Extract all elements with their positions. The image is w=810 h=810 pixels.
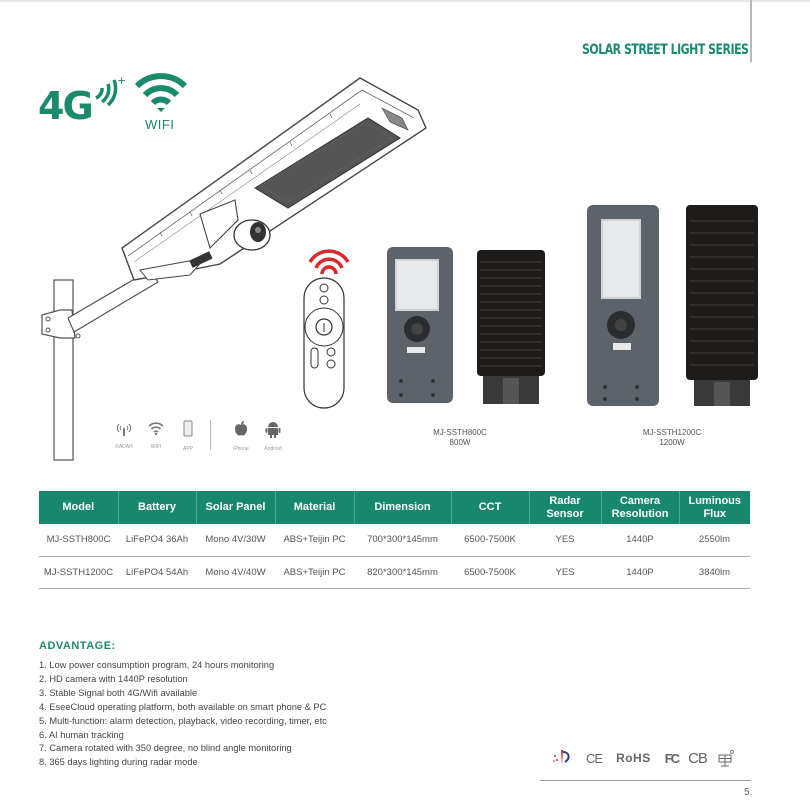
spec-table-header-row: Model Battery Solar Panel Material Dimen… [39, 491, 750, 524]
series-title: SOLAR STREET LIGHT SERIES [582, 42, 749, 58]
app-icon [183, 420, 193, 437]
cb-mark-icon: CB [688, 749, 708, 767]
feature-radar-label: RADAR [115, 444, 133, 450]
street-lamp-illustration [41, 77, 427, 461]
cell-material: ABS+Teijin PC [275, 524, 354, 557]
cell-cct: 6500-7500K [451, 556, 529, 589]
svg-text:+: + [117, 74, 126, 87]
footer-divider [540, 780, 751, 781]
table-row: MJ-SSTH1200C LiFePO4 54Ah Mono 4V/40W AB… [39, 556, 750, 589]
product-800c-power: 800W [449, 438, 471, 447]
cell-camera-resolution: 1440P [601, 556, 679, 589]
col-header-flux-line1: Luminous [688, 494, 742, 507]
android-icon [265, 422, 281, 438]
signal-waves-icon: + [95, 74, 126, 107]
col-header-radar-line2: Sensor [546, 507, 584, 520]
col-header-flux-line2: Flux [703, 507, 727, 520]
list-item: 5. Multi-function: alarm detection, play… [39, 715, 327, 726]
col-header-luminous-flux: Luminous Flux [679, 491, 750, 524]
top-divider [0, 0, 810, 2]
product-1200c-caption: MJ-SSTH1200C 1200W [617, 428, 727, 448]
feature-iphone-label: iPhone [233, 446, 249, 452]
remote-control-illustration [303, 249, 350, 409]
feature-app: APP [172, 420, 204, 452]
spec-table: Model Battery Solar Panel Material Dimen… [39, 491, 750, 589]
feature-app-label: APP [182, 446, 193, 452]
advantage-list: 1. Low power consumption program, 24 hou… [39, 659, 327, 770]
col-header-radar-line1: Radar [549, 494, 581, 507]
cell-solar-panel: Mono 4V/40W [196, 556, 275, 589]
list-item: 4. EseeCloud operating platform, both av… [39, 701, 327, 712]
col-header-camera-resolution: Camera Resolution [601, 491, 680, 524]
feature-wifi-label: WIFI [150, 444, 162, 450]
cell-battery: LiFePO4 54Ah [118, 556, 196, 589]
col-header-radar-sensor: Radar Sensor [529, 491, 602, 524]
col-header-camera-line2: Resolution [611, 507, 669, 520]
header-vertical-divider [750, 0, 752, 62]
table-row: MJ-SSTH800C LiFePO4 36Ah Mono 4V/30W ABS… [39, 524, 750, 557]
feature-android: Android [257, 420, 289, 452]
cell-radar-sensor: YES [529, 556, 601, 589]
col-header-material: Material [275, 491, 355, 524]
feature-radar: RADAR [108, 420, 140, 450]
product-1200c-front-image [587, 205, 659, 406]
feature-icons-row: RADAR WIFI APP iPhone Android [108, 420, 289, 452]
product-1200c-model: MJ-SSTH1200C [642, 428, 702, 437]
cell-camera-resolution: 1440P [601, 524, 679, 557]
rohs-mark-icon: RoHS [616, 751, 651, 765]
ce-mark-icon: CE [586, 750, 603, 766]
fcc-mark-icon: FC [664, 750, 680, 766]
feature-divider [210, 420, 211, 450]
cell-dimension: 700*300*145mm [354, 524, 451, 557]
advantage-title: ADVANTAGE: [39, 640, 116, 652]
certification-logos: CE RoHS FC CB [552, 748, 749, 768]
list-item: 3. Stable Signal both 4G/Wifi available [39, 687, 198, 698]
feature-android-label: Android [264, 446, 282, 452]
col-header-dimension: Dimension [354, 491, 452, 524]
product-800c-front-image [387, 247, 453, 403]
wifi-label: WIFI [145, 117, 175, 132]
product-800c-caption: MJ-SSTH800C 800W [405, 428, 515, 448]
col-header-solar-panel: Solar Panel [196, 491, 276, 524]
col-header-camera-line1: Camera [619, 494, 661, 507]
list-item: 2. HD camera with 1440P resolution [39, 673, 188, 684]
list-item: 6. AI human tracking [39, 729, 124, 740]
list-item: 7. Camera rotated with 350 degree, no bl… [39, 743, 292, 754]
cell-solar-panel: Mono 4V/30W [196, 524, 275, 557]
list-item: 1. Low power consumption program, 24 hou… [39, 660, 275, 670]
col-header-model: Model [39, 491, 119, 524]
feature-wifi: WIFI [140, 420, 172, 450]
product-800c-back-image [477, 250, 545, 404]
product-1200c-power: 1200W [659, 438, 685, 447]
cell-luminous-flux: 3840lm [679, 556, 750, 589]
radar-icon [117, 423, 131, 436]
col-header-cct: CCT [451, 491, 530, 524]
cell-luminous-flux: 2550lm [679, 524, 750, 557]
cqc-logo-icon [553, 750, 570, 766]
wifi-icon [134, 73, 188, 112]
product-800c-model: MJ-SSTH800C [433, 428, 487, 437]
product-1200c-back-image [686, 205, 758, 406]
col-header-battery: Battery [118, 491, 197, 524]
cell-battery: LiFePO4 36Ah [118, 524, 196, 557]
cell-radar-sensor: YES [529, 524, 601, 557]
cell-model: MJ-SSTH800C [39, 524, 118, 557]
page-number: 5 [744, 787, 750, 798]
solar-panel-icon [718, 750, 734, 767]
cell-model: MJ-SSTH1200C [39, 556, 118, 589]
cell-dimension: 820*300*145mm [354, 556, 451, 589]
feature-iphone: iPhone [225, 420, 257, 452]
badge-4g-text: 4G [38, 84, 94, 128]
list-item: 8. 365 days lighting during radar mode [39, 757, 198, 768]
wifi-icon [148, 422, 164, 436]
apple-icon [235, 421, 247, 436]
cell-cct: 6500-7500K [451, 524, 529, 557]
cell-material: ABS+Teijin PC [275, 556, 354, 589]
